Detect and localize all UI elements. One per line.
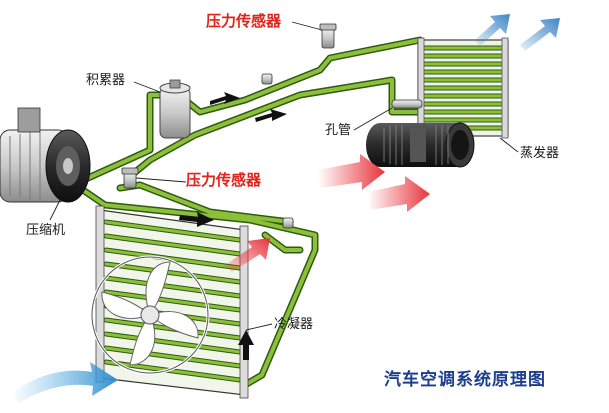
hot-air-arrow-icon bbox=[318, 154, 430, 212]
hot-air-arrow-icon bbox=[225, 238, 270, 272]
fan-icon bbox=[90, 255, 210, 375]
evaporator-label: 蒸发器 bbox=[520, 146, 560, 161]
condenser-label: 冷凝器 bbox=[274, 317, 314, 332]
cold-air-arrow-icon bbox=[475, 14, 560, 51]
compressor-icon bbox=[0, 107, 91, 203]
diagram-title: 汽车空调系统原理图 bbox=[384, 370, 546, 390]
accumulator-icon bbox=[159, 79, 191, 139]
pressure-sensor-icon bbox=[319, 23, 337, 49]
accumulator-label: 积累器 bbox=[86, 73, 126, 88]
orifice-tube-label: 孔管 bbox=[325, 123, 352, 138]
pressure-sensor-label-top: 压力传感器 bbox=[206, 12, 282, 30]
pressure-sensor-icon bbox=[261, 73, 294, 229]
cold-air-arrow-icon bbox=[14, 362, 118, 404]
compressor-label: 压缩机 bbox=[26, 223, 66, 238]
blower-icon bbox=[366, 122, 475, 168]
pressure-sensor-icon bbox=[121, 167, 139, 189]
orifice-tube-icon bbox=[391, 99, 423, 109]
flow-arrow-icon bbox=[179, 92, 287, 360]
pressure-sensor-label-mid: 压力传感器 bbox=[186, 171, 262, 189]
